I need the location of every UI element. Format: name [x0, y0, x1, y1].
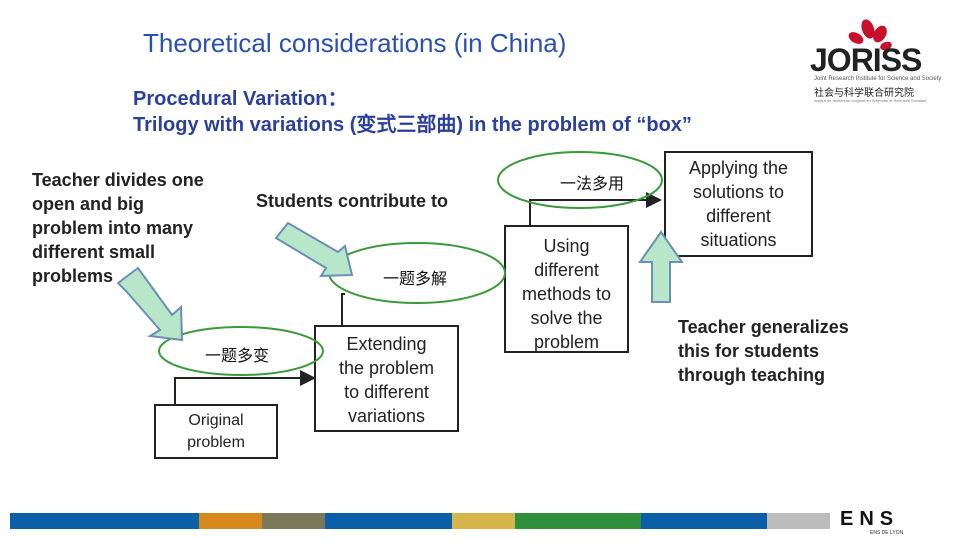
footer-segment [514, 513, 641, 529]
block-arrow-students-contribute [274, 221, 354, 278]
ellipse-yifa-duoyong [497, 151, 663, 209]
applying-box [664, 151, 813, 257]
students-contribute-text: Students contribute to [256, 191, 448, 211]
footer-segment [640, 513, 767, 529]
extending-text: Extending the problem to different varia… [338, 334, 435, 426]
teacher-generalizes-text: Teacher generalizes this for students th… [678, 317, 849, 385]
block-arrow-teacher-generalizes [638, 230, 684, 303]
footer-color-bar [10, 513, 831, 529]
page-title: Theoretical considerations (in China) [143, 28, 567, 58]
step-connector-1 [174, 370, 316, 405]
label-yiti-duojie: 一题多解 [383, 269, 448, 288]
ens-logo-mark: ENS [840, 508, 900, 530]
teacher-divides-text: Teacher divides one open and big problem… [32, 170, 204, 286]
footer-segment [199, 513, 263, 529]
original-problem-box [154, 404, 278, 459]
original-problem-text: Original problem [187, 412, 245, 451]
joriss-logo: JORISS Joint Research Institute for Scie… [808, 14, 958, 104]
step-connector-4 [529, 192, 662, 226]
joriss-small: Institut de recherche conjoint en Scienc… [814, 98, 927, 103]
subtitle-line2: Trilogy with variations (变式三部曲) in the p… [133, 114, 692, 136]
ens-logo: ENS ENS DE LYON [840, 508, 950, 536]
footer-segment [766, 513, 831, 529]
ellipse-yiti-duobian [158, 326, 324, 376]
footer-segment [10, 513, 200, 529]
label-yiti-duobian: 一题多变 [205, 346, 270, 365]
joriss-tagline: Joint Research Institute for Science and… [814, 76, 942, 82]
block-arrow-teacher-divides [116, 266, 184, 342]
footer-segment [451, 513, 515, 529]
using-methods-text: Using different methods to solve the pro… [521, 236, 612, 352]
footer-segment [262, 513, 326, 529]
joriss-flower-icon [848, 19, 892, 51]
applying-text: Applying the solutions to different situ… [688, 158, 789, 250]
joriss-chinese: 社会与科学联合研究院 [814, 88, 914, 99]
extending-box [314, 325, 459, 432]
ens-logo-sub: ENS DE LYON [870, 530, 904, 536]
footer-segment [325, 513, 452, 529]
using-methods-box [504, 225, 629, 353]
subtitle-line1: Procedural Variation： [133, 88, 348, 110]
label-yifa-duoyong: 一法多用 [560, 174, 625, 193]
joriss-logo-name: JORISS [810, 42, 922, 78]
